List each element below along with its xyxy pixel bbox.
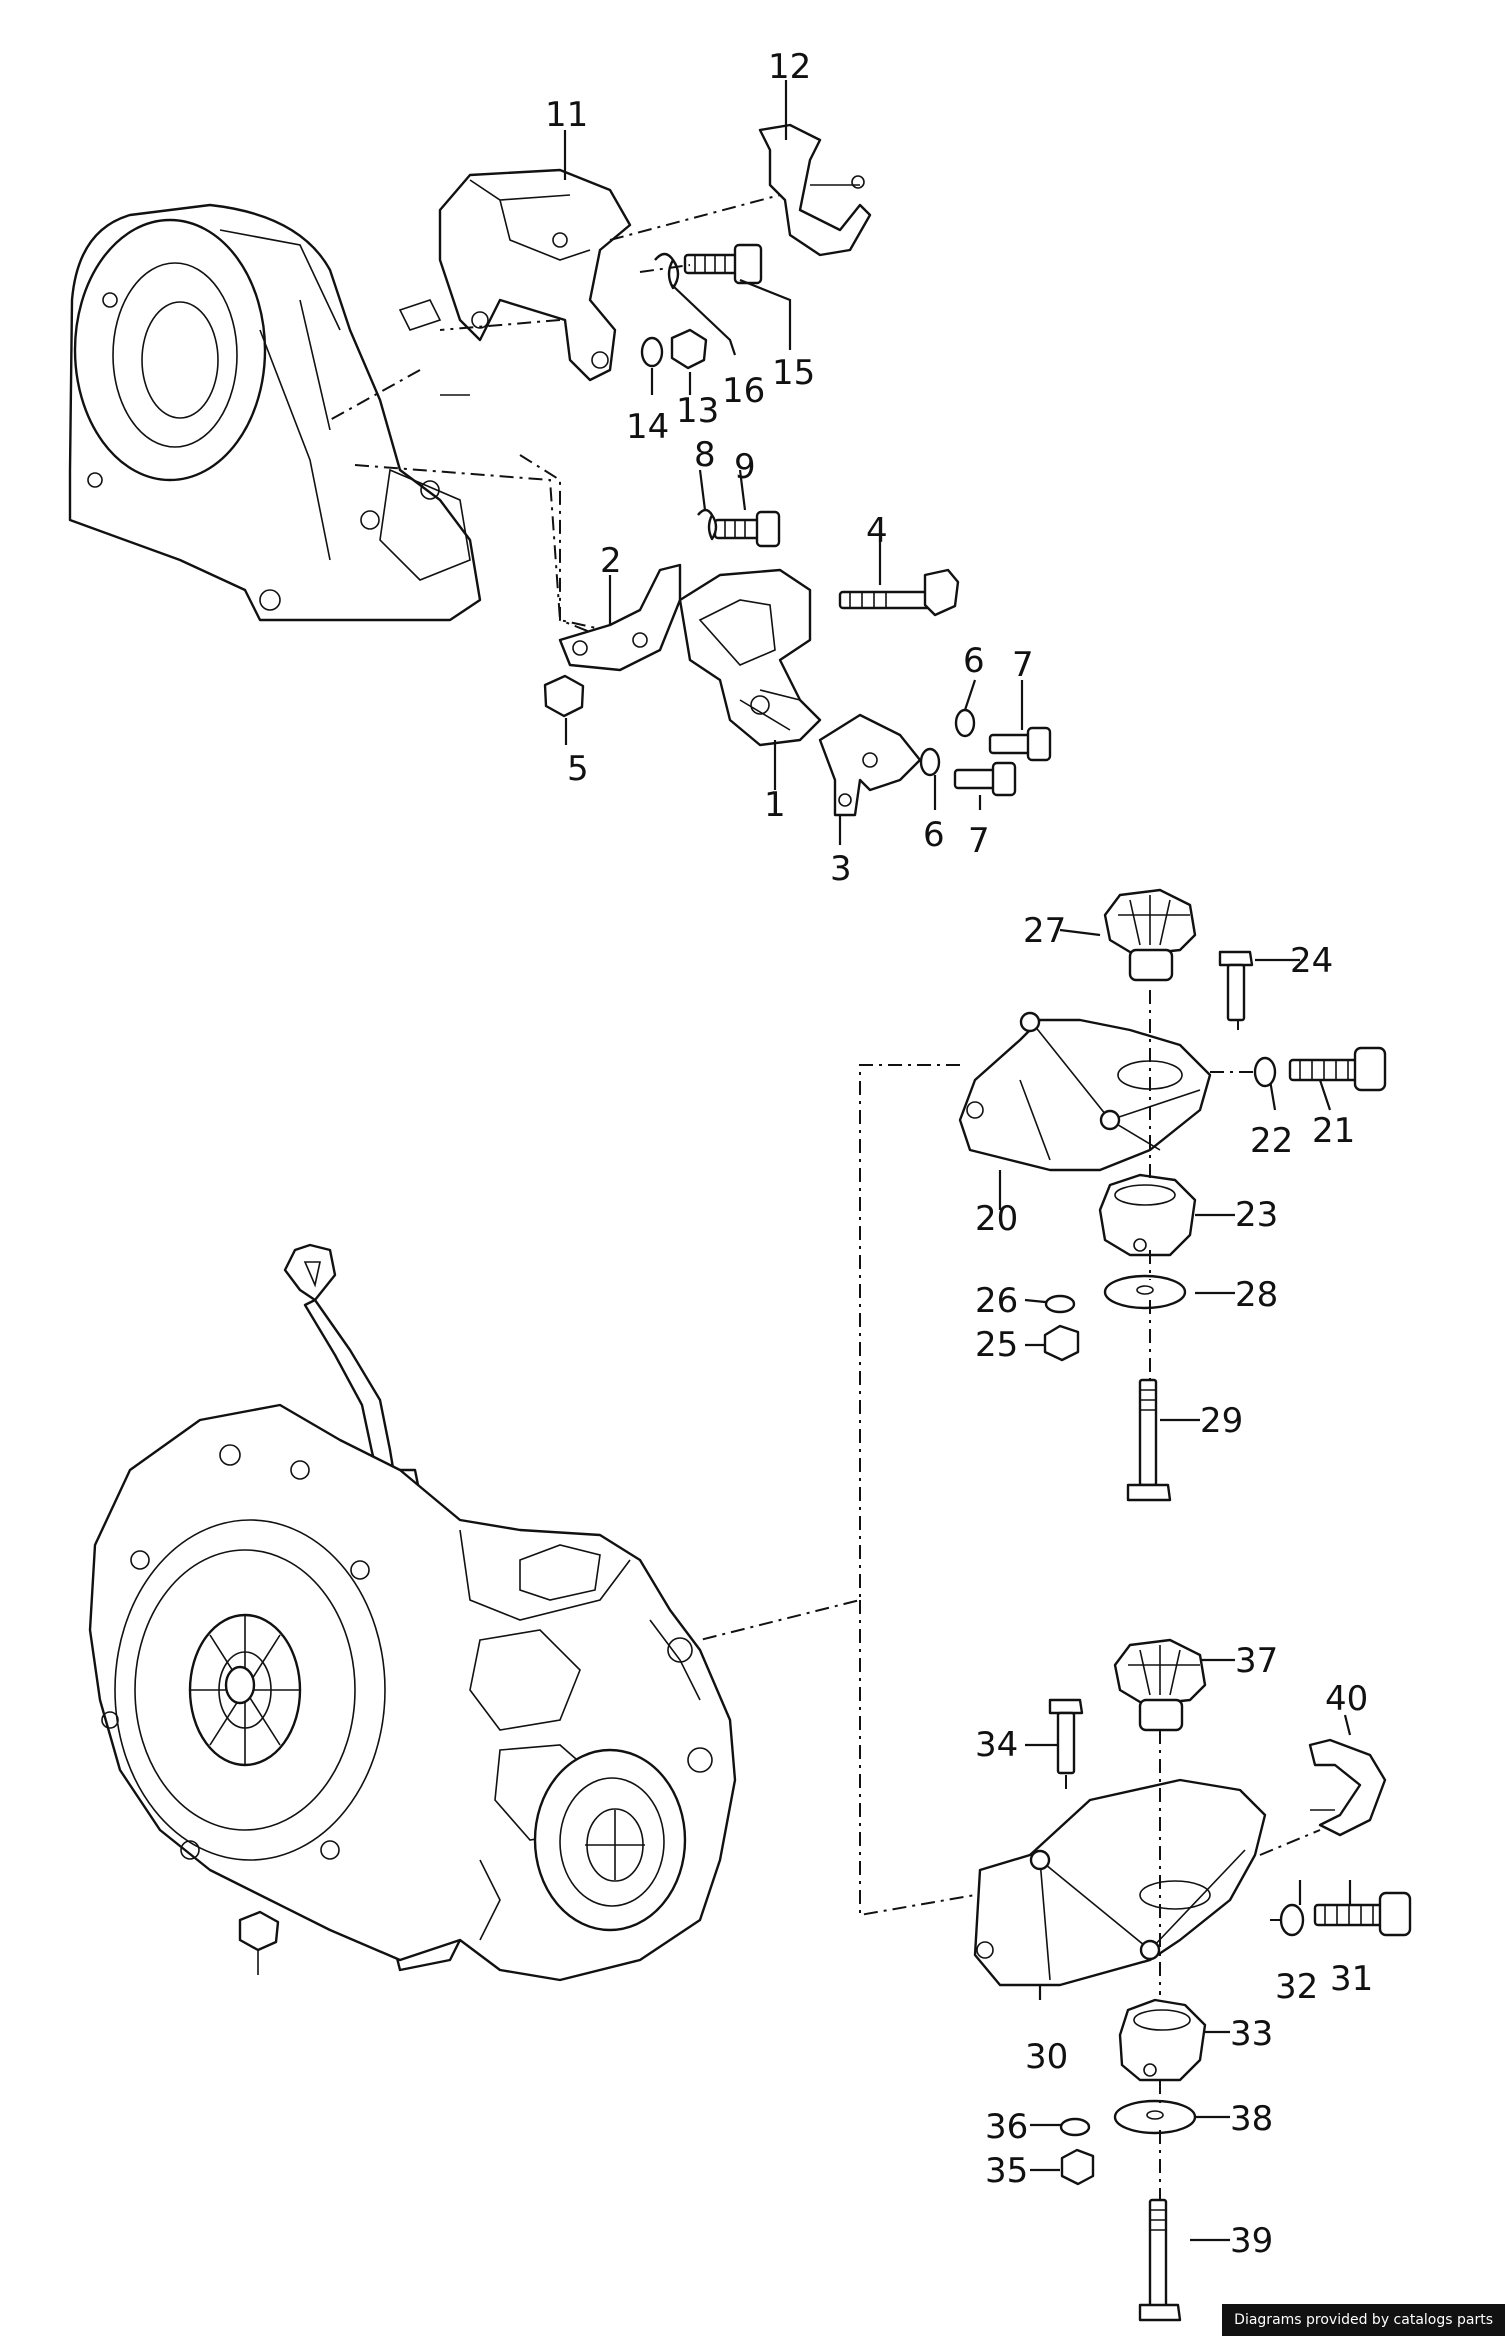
callout-15: 15: [772, 353, 815, 393]
part-13-nut: [670, 328, 708, 370]
part-6-washer-lower: [919, 747, 941, 777]
callout-33: 33: [1230, 2014, 1273, 2054]
connector-dash: [699, 1064, 976, 1917]
part-15-bolt: [683, 243, 763, 285]
part-33-rubber-mount: [1118, 1998, 1207, 2082]
part-25-nut: [1043, 1324, 1080, 1362]
callout-labels: 12 11 15 16 13 14 8 9 4 2 6 7 5 1 6 7 3 …: [545, 47, 1373, 2261]
leader-lines: [563, 80, 1352, 2242]
callout-31: 31: [1330, 1959, 1373, 1999]
part-35-nut: [1060, 2148, 1095, 2186]
part-23-rubber-mount: [1098, 1173, 1197, 1257]
part-40-clip: [1308, 1738, 1387, 1837]
callout-39: 39: [1230, 2221, 1273, 2261]
credit-badge: Diagrams provided by catalogs parts: [1222, 2304, 1505, 2336]
callout-12: 12: [768, 47, 811, 87]
part-39-bolt: [1138, 2198, 1182, 2322]
callout-11: 11: [545, 95, 588, 135]
part-24-bolt: [1218, 950, 1254, 1022]
callout-8: 8: [694, 435, 716, 475]
callout-36: 36: [985, 2107, 1028, 2147]
part-38-washer: [1113, 2099, 1197, 2135]
callout-35: 35: [985, 2151, 1028, 2191]
callout-6b: 6: [923, 815, 945, 855]
callout-20: 20: [975, 1199, 1018, 1239]
part-1-mount: [678, 568, 822, 747]
part-4-bolt: [838, 568, 960, 617]
part-6-washer-upper: [954, 708, 976, 738]
callout-40: 40: [1325, 1679, 1368, 1719]
callout-25: 25: [975, 1325, 1018, 1365]
callout-13: 13: [676, 391, 719, 431]
part-12-clip: [758, 123, 872, 257]
callout-7a: 7: [1012, 645, 1034, 685]
connector-dash: [1065, 1730, 1321, 2200]
callout-14: 14: [626, 407, 669, 447]
callout-22: 22: [1250, 1121, 1293, 1161]
part-34-bolt: [1048, 1698, 1084, 1775]
callout-4: 4: [866, 511, 888, 551]
callout-27: 27: [1023, 911, 1066, 951]
part-37-cap: [1113, 1638, 1207, 1732]
callout-21: 21: [1312, 1111, 1355, 1151]
upper-assembly: [68, 123, 1052, 817]
part-36-washer: [1059, 2117, 1091, 2137]
callout-24: 24: [1290, 941, 1333, 981]
bell-housing: [68, 203, 482, 622]
callout-23: 23: [1235, 1195, 1278, 1235]
part-3-bracket: [818, 713, 922, 817]
callout-32: 32: [1275, 1967, 1318, 2007]
part-30-bracket: [973, 1778, 1267, 1987]
part-16-clip: [654, 252, 680, 290]
part-26-washer: [1044, 1294, 1076, 1314]
callout-1: 1: [764, 785, 786, 825]
mount-assembly-lower: [973, 1638, 1412, 2322]
leader-dash: [329, 194, 781, 641]
part-22-washer: [1253, 1056, 1277, 1088]
connector-dash: [1149, 990, 1255, 1380]
callout-5: 5: [567, 749, 589, 789]
part-9-bolt: [713, 510, 781, 548]
part-14-washer: [640, 336, 664, 368]
part-28-washer: [1103, 1274, 1187, 1310]
callout-2: 2: [600, 541, 622, 581]
part-5-nut: [543, 674, 585, 718]
callout-26: 26: [975, 1281, 1018, 1321]
part-7-bolt-upper: [988, 726, 1052, 762]
part-21-bolt: [1288, 1046, 1387, 1092]
transmission-housing: [88, 1243, 737, 1982]
callout-38: 38: [1230, 2099, 1273, 2139]
callout-9: 9: [734, 447, 756, 487]
callout-3: 3: [830, 849, 852, 889]
part-11-bracket: [438, 168, 632, 382]
part-20-bracket: [958, 1011, 1212, 1172]
part-2-bracket: [558, 563, 682, 672]
callout-30: 30: [1025, 2037, 1068, 2077]
callout-7b: 7: [968, 821, 990, 861]
callout-34: 34: [975, 1725, 1018, 1765]
callout-16: 16: [722, 371, 765, 411]
callout-28: 28: [1235, 1275, 1278, 1315]
part-8-clip: [697, 508, 718, 541]
part-32-washer: [1279, 1903, 1305, 1937]
part-27-cap: [1103, 888, 1197, 982]
part-29-bolt: [1126, 1378, 1172, 1502]
part-7-bolt-lower: [953, 761, 1017, 797]
callout-6a: 6: [963, 641, 985, 681]
callout-29: 29: [1200, 1401, 1243, 1441]
part-31-bolt: [1313, 1891, 1412, 1937]
mount-assembly-upper: [958, 888, 1387, 1502]
callout-37: 37: [1235, 1641, 1278, 1681]
